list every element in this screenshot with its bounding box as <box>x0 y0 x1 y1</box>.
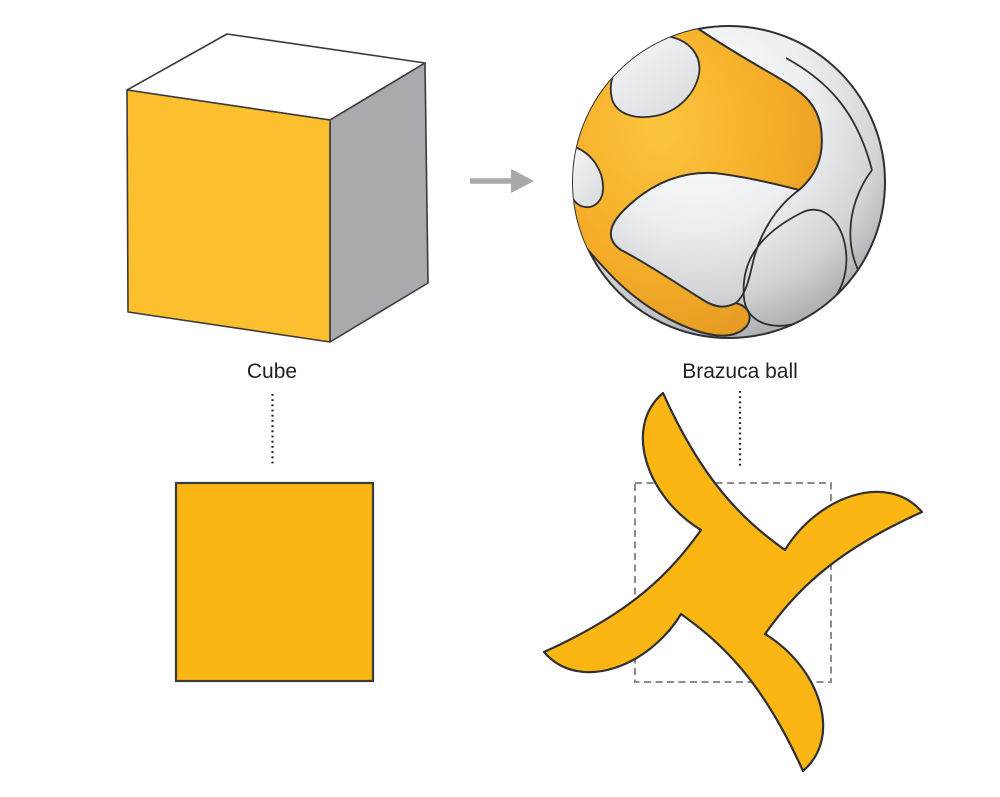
reference-dashed-square <box>634 482 832 683</box>
arrow-head <box>511 169 534 193</box>
brazuca-label: Brazuca ball <box>682 360 798 383</box>
brazuca-ball <box>572 25 886 339</box>
right-arrow-icon <box>470 169 534 193</box>
cube-front-face <box>126 89 331 343</box>
ball-seam-top-right <box>785 57 873 171</box>
ball-left-lens <box>573 146 604 208</box>
brazuca-panel-star <box>542 391 924 773</box>
cube-label: Cube <box>247 360 297 383</box>
flat-square-panel <box>174 481 375 683</box>
cube-3d <box>126 33 429 343</box>
